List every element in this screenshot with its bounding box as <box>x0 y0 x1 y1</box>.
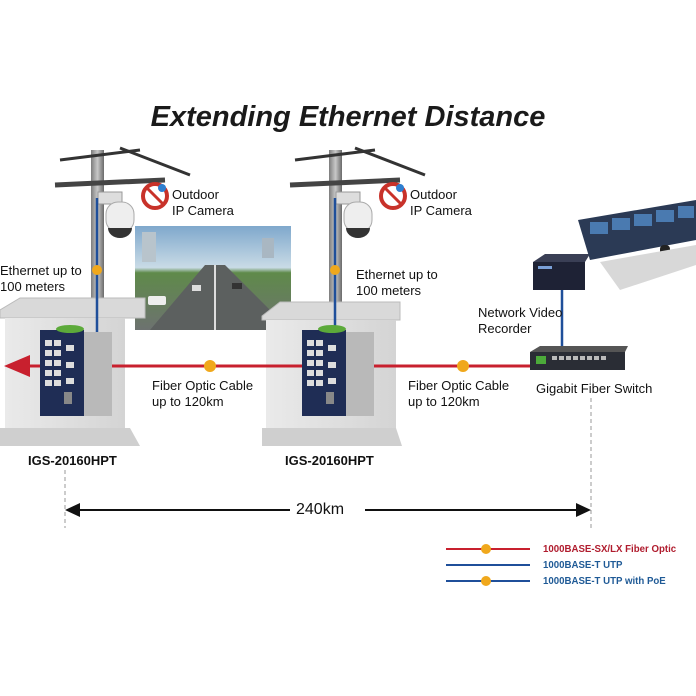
switch-model-2: IGS-20160HPT <box>285 453 374 468</box>
nvr-label-line: Recorder <box>478 321 532 336</box>
legend-utp: 1000BASE-T UTP <box>543 559 623 571</box>
ptz-camera-1-icon <box>97 191 135 238</box>
gigabit-fiber-switch <box>530 346 628 370</box>
industrial-switch-2 <box>302 325 374 416</box>
gigabit-switch-label: Gigabit Fiber Switch <box>536 381 653 396</box>
page-title: Extending Ethernet Distance <box>150 101 546 133</box>
nvr-label-line: Network Video <box>478 305 563 320</box>
monitoring-wall <box>578 200 696 290</box>
fiber-label-line: up to 120km <box>152 394 224 409</box>
distance-label: 240km <box>296 501 345 518</box>
fiber-badge-icon <box>204 360 469 372</box>
ethernet-label-line: Ethernet up to <box>356 267 438 282</box>
legend-utp-poe: 1000BASE-T UTP with PoE <box>543 575 666 587</box>
traffic-camera-view-image <box>135 226 291 330</box>
camera-label-line: IP Camera <box>410 203 472 218</box>
arrow-left-icon <box>4 355 30 377</box>
camera-label-line: IP Camera <box>172 203 234 218</box>
poe-badge-icon <box>92 265 340 275</box>
ethernet-label-line: 100 meters <box>356 283 422 298</box>
ethernet-label-line: 100 meters <box>0 279 66 294</box>
network-video-recorder <box>533 254 590 290</box>
camera-label-line: Outdoor <box>410 187 457 202</box>
outdoor-camera-icon-2 <box>379 182 407 210</box>
outdoor-camera-icon-1 <box>141 182 169 210</box>
ptz-camera-2-icon <box>335 191 373 238</box>
fiber-label-line: up to 120km <box>408 394 480 409</box>
industrial-switch-1 <box>40 325 112 416</box>
distance-dimension <box>64 398 592 528</box>
camera-label-line: Outdoor <box>172 187 219 202</box>
legend-swatches <box>446 544 530 586</box>
ethernet-label-line: Ethernet up to <box>0 263 82 278</box>
switch-model-1: IGS-20160HPT <box>28 453 117 468</box>
fiber-label-line: Fiber Optic Cable <box>408 378 510 393</box>
fiber-label-line: Fiber Optic Cable <box>152 378 254 393</box>
legend-fiber: 1000BASE-SX/LX Fiber Optic <box>543 543 677 555</box>
